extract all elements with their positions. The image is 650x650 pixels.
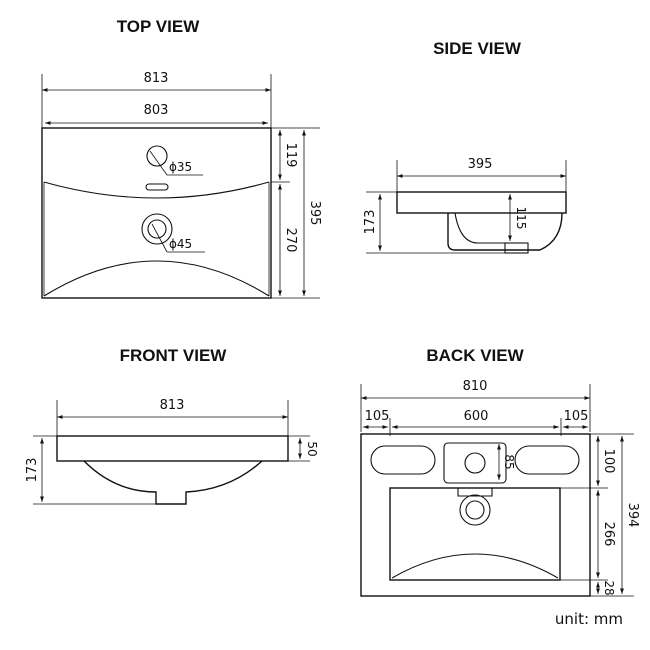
top-depth-front-label: 119 [283, 143, 298, 168]
back-bottom-section-label: 28 [602, 580, 616, 595]
back-bowl-curve [391, 553, 559, 579]
front-view: FRONT VIEW 813 173 50 [25, 346, 319, 505]
back-drain-inner [465, 500, 485, 520]
top-depth-total-label: 395 [307, 201, 322, 226]
top-overflow-slot [145, 183, 169, 191]
side-height-label: 173 [363, 210, 378, 235]
back-view: BACK VIEW 810 105 600 105 85 [360, 346, 640, 597]
back-hole-height-label: 85 [502, 454, 516, 469]
top-width-inner-label: 803 [144, 103, 169, 118]
side-bowl-depth-label: 115 [514, 207, 528, 230]
top-tap-hole-label: ϕ35 [169, 160, 192, 174]
front-rim-label: 50 [305, 441, 319, 456]
side-view: SIDE VIEW 395 173 115 [363, 39, 567, 254]
top-drain-hole-label: ϕ45 [169, 237, 192, 251]
back-width-label: 810 [463, 379, 488, 394]
back-middle-section-label: 266 [601, 522, 616, 547]
front-rim [56, 435, 289, 462]
side-bowl [447, 212, 563, 251]
top-outline [41, 127, 272, 299]
back-drain-outer [459, 494, 491, 526]
side-depth-label: 395 [468, 157, 493, 172]
back-top-section-label: 100 [601, 449, 616, 474]
back-right-offset-label: 105 [564, 409, 589, 424]
top-drain-inner [147, 219, 167, 239]
back-view-title: BACK VIEW [426, 346, 524, 365]
top-view-title: TOP VIEW [117, 17, 200, 36]
top-bowl-bottom-curve [43, 260, 270, 297]
front-bowl [83, 460, 263, 505]
back-mount-slot-right [514, 445, 580, 475]
side-rim [396, 191, 567, 214]
back-total-height-label: 394 [625, 503, 640, 528]
side-drain [504, 242, 529, 254]
unit-label: unit: mm [555, 610, 623, 628]
back-tap-block [443, 442, 507, 484]
top-drain-outer [141, 213, 173, 245]
back-bowl-outline [389, 487, 561, 581]
top-width-outer-label: 813 [144, 71, 169, 86]
back-left-offset-label: 105 [365, 409, 390, 424]
front-height-label: 173 [25, 458, 40, 483]
top-drain-leader [151, 223, 168, 253]
back-outline [360, 433, 591, 597]
top-tap-hole [146, 145, 168, 167]
top-tap-leader [149, 150, 168, 176]
top-bowl-top-curve [43, 181, 270, 199]
back-hole-spacing-label: 600 [464, 409, 489, 424]
top-view: TOP VIEW 813 803 ϕ35 ϕ45 [41, 17, 322, 299]
top-depth-bowl-label: 270 [283, 228, 298, 253]
back-tap-hole [464, 452, 486, 474]
side-bowl-inner [454, 212, 505, 244]
back-mount-slot-left [370, 445, 436, 475]
front-width-label: 813 [160, 398, 185, 413]
back-drain-neck [457, 488, 493, 497]
side-view-title: SIDE VIEW [433, 39, 522, 58]
front-view-title: FRONT VIEW [120, 346, 228, 365]
